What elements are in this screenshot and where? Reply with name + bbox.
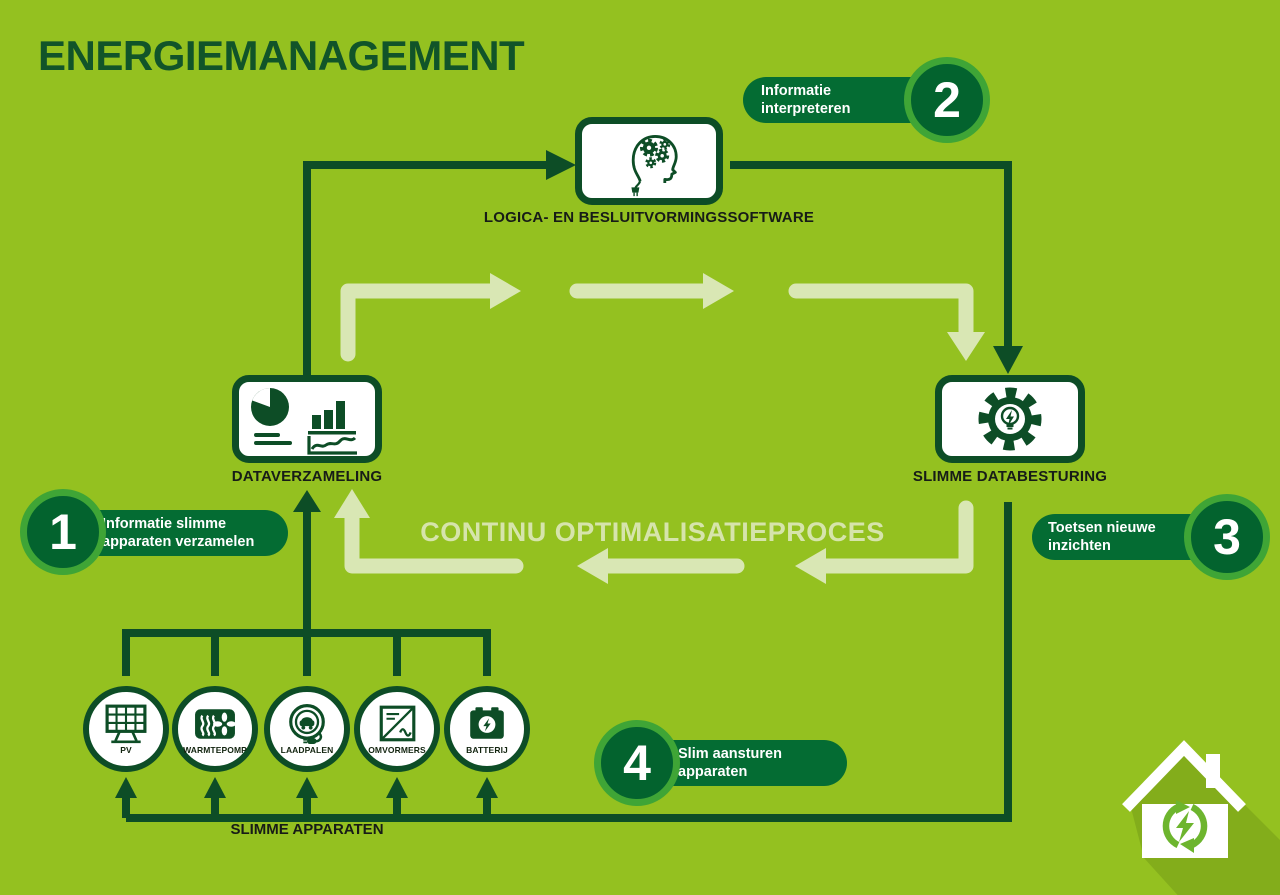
inverter-icon bbox=[379, 705, 416, 742]
badge-1-text-line2: apparaten verzamelen bbox=[102, 534, 255, 550]
badge-3-number-circle: 3 bbox=[1184, 494, 1270, 580]
badge-2-pill: Informatie interpreteren bbox=[743, 77, 933, 123]
battery-icon bbox=[470, 707, 504, 739]
arrowhead-right-icon bbox=[490, 273, 521, 309]
device-tree-lines bbox=[122, 629, 491, 676]
badge-3-text-line1: Toetsen nieuwe bbox=[1048, 519, 1156, 536]
badge-1-text-line1: Informatie slimme bbox=[102, 515, 227, 532]
node-dataverzameling-box bbox=[232, 375, 382, 463]
solar-panel-icon bbox=[105, 704, 147, 744]
device-pv-label: PV bbox=[120, 745, 132, 755]
gear-lightbulb-icon bbox=[978, 387, 1042, 451]
arrowhead-left-icon bbox=[795, 548, 826, 584]
badge-4-number: 4 bbox=[623, 735, 651, 791]
device-laadpalen-label: LAADPALEN bbox=[280, 745, 334, 755]
node-databesturing-box bbox=[935, 375, 1085, 463]
device-warmtepomp-label: WARMTEPOMP bbox=[183, 745, 247, 755]
cycle-arrow-down-left bbox=[818, 500, 974, 574]
arrowhead-right-icon bbox=[546, 150, 576, 180]
cycle-arrow-right-down bbox=[788, 283, 974, 339]
device-warmtepomp: WARMTEPOMP bbox=[172, 686, 258, 772]
arrowhead-left-icon bbox=[577, 548, 608, 584]
device-batterij: BATTERIJ bbox=[444, 686, 530, 772]
arrow-databesturing-to-devices bbox=[126, 502, 1012, 822]
device-omvormers: OMVORMERS bbox=[354, 686, 440, 772]
device-batterij-label: BATTERIJ bbox=[466, 745, 508, 755]
arrowhead-down-icon bbox=[993, 346, 1023, 374]
badge-4-text-line1: Slim aansturen bbox=[678, 745, 782, 762]
device-omvormers-label: OMVORMERS bbox=[368, 745, 426, 755]
badge-4-number-circle: 4 bbox=[594, 720, 680, 806]
energy-house-icon bbox=[1122, 740, 1280, 895]
arrowhead-up-icon bbox=[334, 489, 370, 518]
cycle-arrows-light bbox=[334, 273, 985, 584]
badge-2-number-circle: 2 bbox=[904, 57, 990, 143]
badge-2-number: 2 bbox=[933, 72, 961, 128]
arrowhead-up-icon bbox=[293, 490, 321, 512]
badge-3-number: 3 bbox=[1213, 509, 1241, 565]
recycle-energy-symbol bbox=[1162, 800, 1208, 853]
flow-arrows-dark bbox=[115, 150, 1023, 822]
cycle-arrow-left-up bbox=[344, 509, 524, 574]
arrowhead-right-icon bbox=[703, 273, 734, 309]
device-up-arrows bbox=[115, 777, 498, 818]
devices-group-label: SLIMME APPARATEN bbox=[230, 821, 384, 838]
cycle-arrow-up-right bbox=[340, 283, 498, 362]
page-title: ENERGIEMANAGEMENT bbox=[38, 32, 525, 79]
dashboard-charts-icon bbox=[251, 388, 357, 455]
node-software-box bbox=[575, 117, 723, 205]
badge-1-number-circle: 1 bbox=[20, 489, 106, 575]
badge-1-number: 1 bbox=[49, 504, 77, 560]
device-pv: PV bbox=[83, 686, 169, 772]
heat-pump-icon bbox=[195, 709, 236, 739]
brain-gears-icon bbox=[631, 135, 678, 197]
badge-4-text-line2: apparaten bbox=[678, 764, 748, 780]
badge-2-text-line2: interpreteren bbox=[761, 101, 851, 117]
arrow-dataverzameling-to-software bbox=[303, 161, 546, 375]
badge-3-pill: Toetsen nieuwe inzichten bbox=[1032, 514, 1212, 560]
continuous-optimization-label: CONTINU OPTIMALISATIEPROCES bbox=[420, 517, 885, 547]
node-dataverzameling-label: DATAVERZAMELING bbox=[231, 468, 383, 485]
badge-2-text-line1: Informatie bbox=[761, 82, 832, 99]
badge-3-text-line2: inzichten bbox=[1048, 538, 1111, 554]
node-databesturing-label: SLIMME DATABESTURING bbox=[912, 468, 1108, 485]
device-laadpalen: LAADPALEN bbox=[264, 686, 350, 772]
ev-charger-icon bbox=[289, 704, 325, 744]
node-software-label: LOGICA- EN BESLUITVORMINGSSOFTWARE bbox=[483, 209, 815, 226]
arrowhead-down-icon bbox=[947, 332, 985, 361]
arrow-software-to-databesturing bbox=[730, 161, 1012, 346]
